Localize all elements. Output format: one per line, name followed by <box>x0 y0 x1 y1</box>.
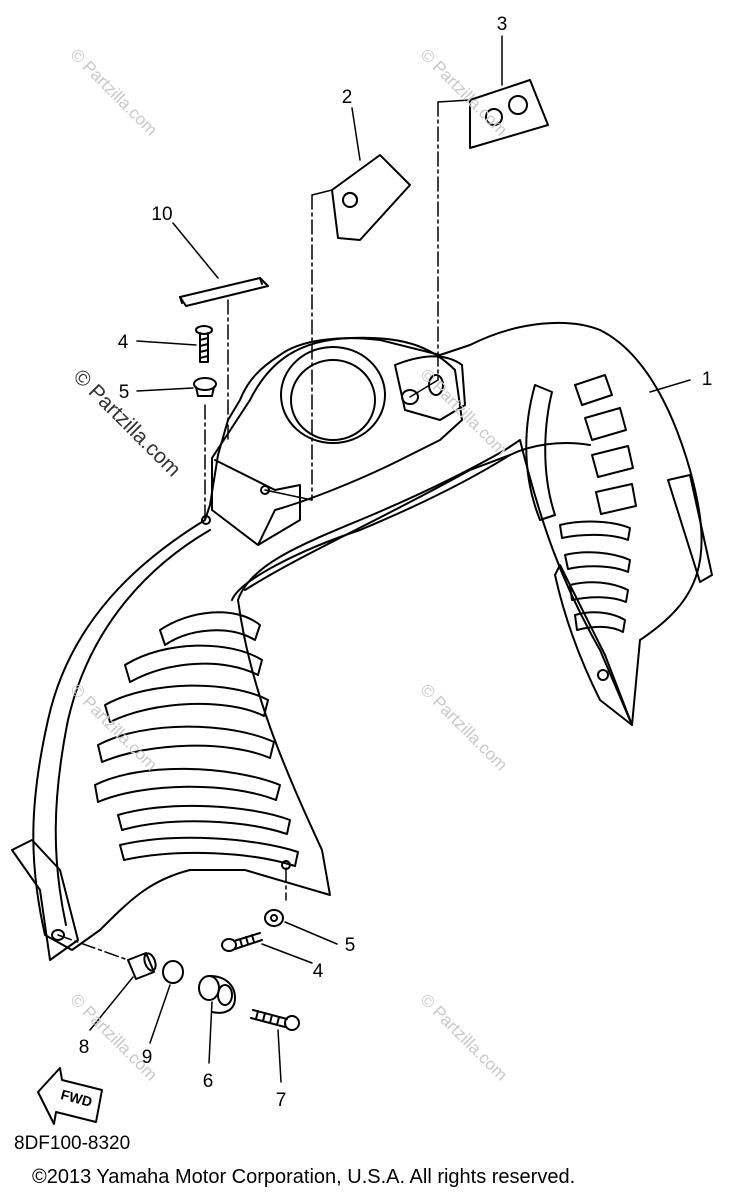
callout-5-bottom: 5 <box>345 935 356 956</box>
copyright-notice: ©2013 Yamaha Motor Corporation, U.S.A. A… <box>32 1166 576 1188</box>
meter-housing-face <box>214 459 301 546</box>
callout-leaders <box>89 35 691 1083</box>
meter-housing <box>211 336 463 546</box>
right-louvres <box>525 374 637 633</box>
grommet-part-5-bottom <box>264 909 284 927</box>
front-panel-inner-contour <box>54 442 591 926</box>
left-louvres <box>94 611 299 867</box>
mount-hole-left <box>201 515 211 525</box>
strip-part-10 <box>179 277 269 307</box>
right-flap-hole <box>597 669 609 681</box>
meter-opening-inner <box>290 359 376 441</box>
callout-8: 8 <box>79 1037 90 1058</box>
screw-part-4-top <box>195 325 213 363</box>
panel-center-opening <box>231 454 511 601</box>
callout-1: 1 <box>702 369 713 390</box>
left-bracket-hole <box>51 929 65 941</box>
callout-7: 7 <box>276 1090 287 1111</box>
assembly-leader-stubs <box>264 99 471 501</box>
plate-part-2 <box>331 154 411 241</box>
plate-part-3 <box>469 79 549 149</box>
assembly-lines <box>57 101 439 961</box>
callout-4-bottom: 4 <box>313 961 324 982</box>
fwd-label: FWD <box>59 1086 94 1110</box>
callout-6: 6 <box>203 1071 214 1092</box>
meter-housing-right <box>394 355 466 421</box>
callout-10: 10 <box>151 204 172 225</box>
right-side-tab <box>667 474 713 583</box>
right-lower-flap <box>554 564 633 726</box>
screw-part-4-bottom <box>221 932 263 952</box>
bolt-part-7 <box>250 1009 300 1031</box>
plate-2-hole-detail <box>344 191 359 206</box>
callout-4-top: 4 <box>118 332 129 353</box>
spacer-part-8 <box>127 952 157 980</box>
left-switch-hole <box>260 485 270 495</box>
strip-10-edge <box>179 277 263 304</box>
part-number: 8DF100-8320 <box>14 1133 131 1154</box>
washer-part-9 <box>162 960 184 984</box>
right-switch-hole <box>401 389 419 405</box>
damper-part-6 <box>198 975 236 1014</box>
meter-opening <box>280 346 386 444</box>
plate-3-hole-right <box>508 95 528 115</box>
left-lower-bracket <box>11 839 79 961</box>
callout-9: 9 <box>142 1047 153 1068</box>
plate-3-hole-left <box>485 108 503 126</box>
callout-2: 2 <box>342 87 353 108</box>
callout-3: 3 <box>497 14 508 35</box>
callout-5-top: 5 <box>119 382 130 403</box>
fwd-arrow <box>37 1067 103 1125</box>
grommet-part-5-top <box>193 377 217 397</box>
